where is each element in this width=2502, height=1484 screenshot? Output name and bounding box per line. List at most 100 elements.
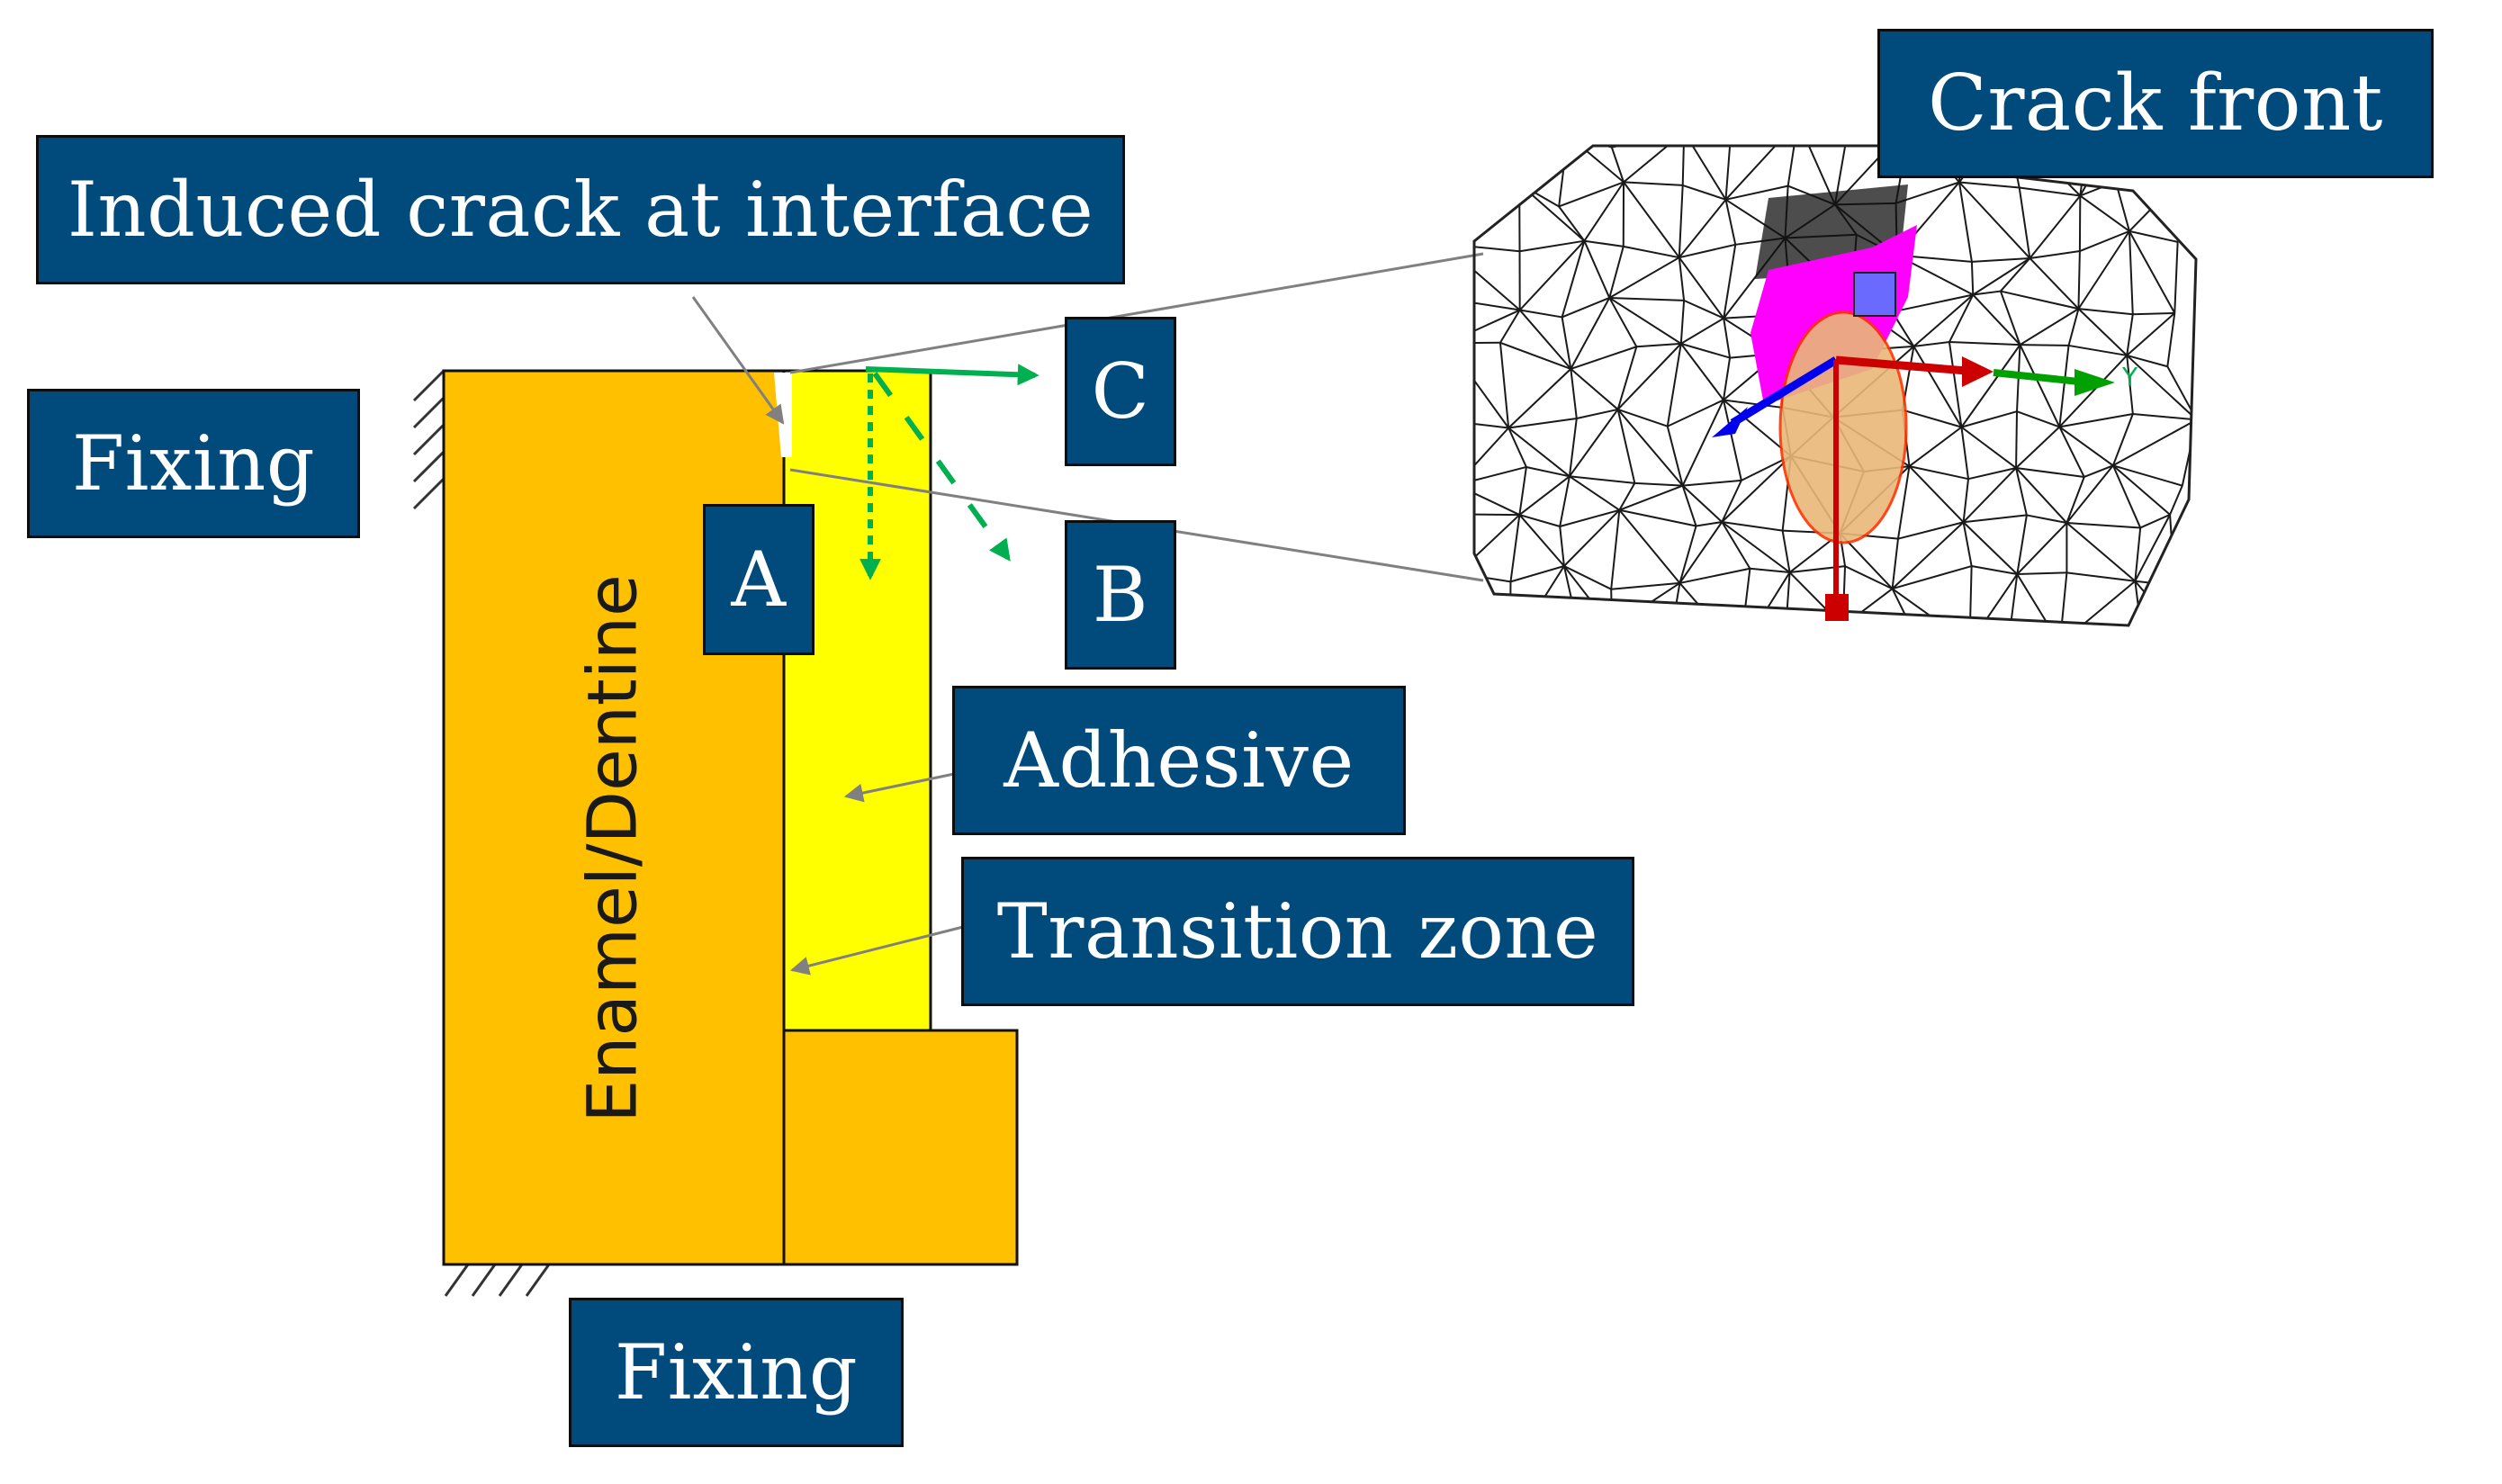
mesh-edge — [2078, 309, 2132, 314]
label-fixing-bottom: Fixing — [569, 1298, 904, 1447]
mesh-edge — [1510, 634, 1580, 652]
mesh-edge — [1726, 144, 1731, 200]
mesh-edge — [2030, 258, 2078, 309]
mesh-edge — [1444, 244, 1520, 251]
mesh-edge — [2113, 414, 2133, 465]
mesh-edge — [1580, 628, 1612, 634]
mesh-edge — [2059, 427, 2084, 477]
mesh-edge — [1570, 369, 1617, 409]
mesh-edge — [1457, 427, 1509, 484]
mesh-edge — [1786, 572, 1790, 633]
mesh-edge — [1609, 298, 1636, 346]
mesh-edge — [1681, 344, 1724, 400]
mesh-edge — [1560, 526, 1564, 566]
mesh-edge — [1447, 343, 1456, 421]
lower-enamel-block — [784, 1030, 1017, 1264]
mesh-edge — [1619, 483, 1634, 510]
mesh-edge — [1501, 127, 1568, 135]
mesh-edge — [1519, 135, 1568, 184]
mesh-edge — [2020, 187, 2081, 195]
mesh-edge — [1722, 456, 1791, 522]
mesh-edge — [2066, 572, 2135, 580]
mesh-edge — [1681, 344, 1730, 358]
mesh-edge — [1636, 344, 1680, 346]
mesh-edge — [1501, 127, 1519, 184]
mesh-edge — [1447, 299, 1449, 343]
mesh-edge — [1909, 427, 1961, 466]
mesh-edge — [2178, 177, 2182, 242]
mesh-edge — [2127, 313, 2174, 355]
mesh-edge — [1519, 476, 1570, 515]
mesh-edge — [1519, 184, 1584, 241]
mesh-edge — [2129, 177, 2182, 231]
mesh-edge — [2066, 523, 2140, 527]
mesh-edge — [1696, 522, 1723, 526]
mesh-edge — [1909, 466, 1963, 522]
axis-y-letter: Y — [2121, 362, 2138, 391]
mesh-edge — [1679, 583, 1740, 652]
mesh-edge — [2060, 641, 2143, 644]
mesh-edge — [1683, 481, 1742, 486]
mesh-edge — [2001, 292, 2020, 346]
mesh-edge — [1683, 185, 1726, 200]
mesh-edge — [1788, 121, 1798, 186]
mesh-edge — [1559, 182, 1624, 206]
axis-down-end — [1825, 594, 1849, 621]
mesh-edge — [1611, 589, 1612, 628]
mesh-edge — [1909, 466, 1968, 479]
mesh-edge — [1611, 510, 1619, 589]
fixing-hatch-left — [414, 371, 444, 508]
mesh-edge — [1609, 298, 1684, 301]
mesh-edge — [2030, 251, 2080, 258]
crack-ellipse — [1780, 312, 1906, 543]
mesh-edge — [1444, 193, 1455, 244]
mesh-edge — [2030, 196, 2080, 258]
mesh-edge — [1783, 531, 1790, 572]
mesh-edge — [1961, 411, 2017, 427]
mesh-edge — [1624, 182, 1683, 185]
mesh-edge — [1519, 184, 1559, 206]
mesh-edge — [1949, 295, 1973, 343]
mesh-edge — [1683, 400, 1724, 485]
mesh-edge — [1740, 569, 1750, 652]
mesh-edge — [1679, 522, 1722, 583]
fixing-hatch-bottom — [446, 1264, 549, 1296]
mesh-edge — [1684, 132, 1725, 200]
mesh-edge — [1969, 640, 2009, 643]
mesh-edge — [1724, 245, 1735, 319]
mesh-edge — [1510, 581, 1511, 652]
mesh-edge — [1612, 583, 1679, 628]
mesh-edge — [1961, 345, 2020, 427]
mesh-edge — [2060, 572, 2067, 643]
mesh-edge — [1609, 257, 1679, 298]
mesh-edge — [1684, 132, 1730, 144]
mesh-edge — [1918, 641, 1969, 643]
mesh-edge — [1520, 241, 1585, 252]
mesh-edge — [1508, 369, 1570, 428]
mesh-edge — [2078, 251, 2079, 309]
mesh-edge — [1624, 182, 1679, 257]
mesh-edge — [2113, 419, 2197, 465]
mesh-edge — [1798, 121, 1849, 127]
mesh-edge — [1456, 422, 1508, 428]
mesh-edge — [1972, 262, 1973, 295]
mesh-edge — [1457, 515, 1519, 573]
label-point-b: B — [1065, 520, 1176, 670]
mesh-edge — [1560, 476, 1570, 526]
mesh-edge — [2129, 231, 2174, 313]
enamel-dentine-label: Enamel/Dentine — [572, 574, 652, 1123]
mesh-edge — [2017, 572, 2066, 574]
mesh-edge — [1949, 342, 2020, 345]
mesh-edge — [1969, 574, 2017, 643]
mesh-edge — [1463, 515, 1520, 516]
mesh-edge — [2066, 523, 2135, 581]
mesh-edge — [1843, 626, 1919, 642]
mesh-edge — [1584, 241, 1623, 247]
label-fixing-left: Fixing — [27, 389, 360, 538]
mesh-edge — [1668, 400, 1724, 426]
mesh-edge — [2016, 468, 2084, 477]
mesh-edge — [2174, 586, 2178, 632]
label-adhesive: Adhesive — [952, 686, 1406, 835]
mesh-edge — [2016, 411, 2017, 468]
mesh-edge — [2143, 632, 2178, 641]
